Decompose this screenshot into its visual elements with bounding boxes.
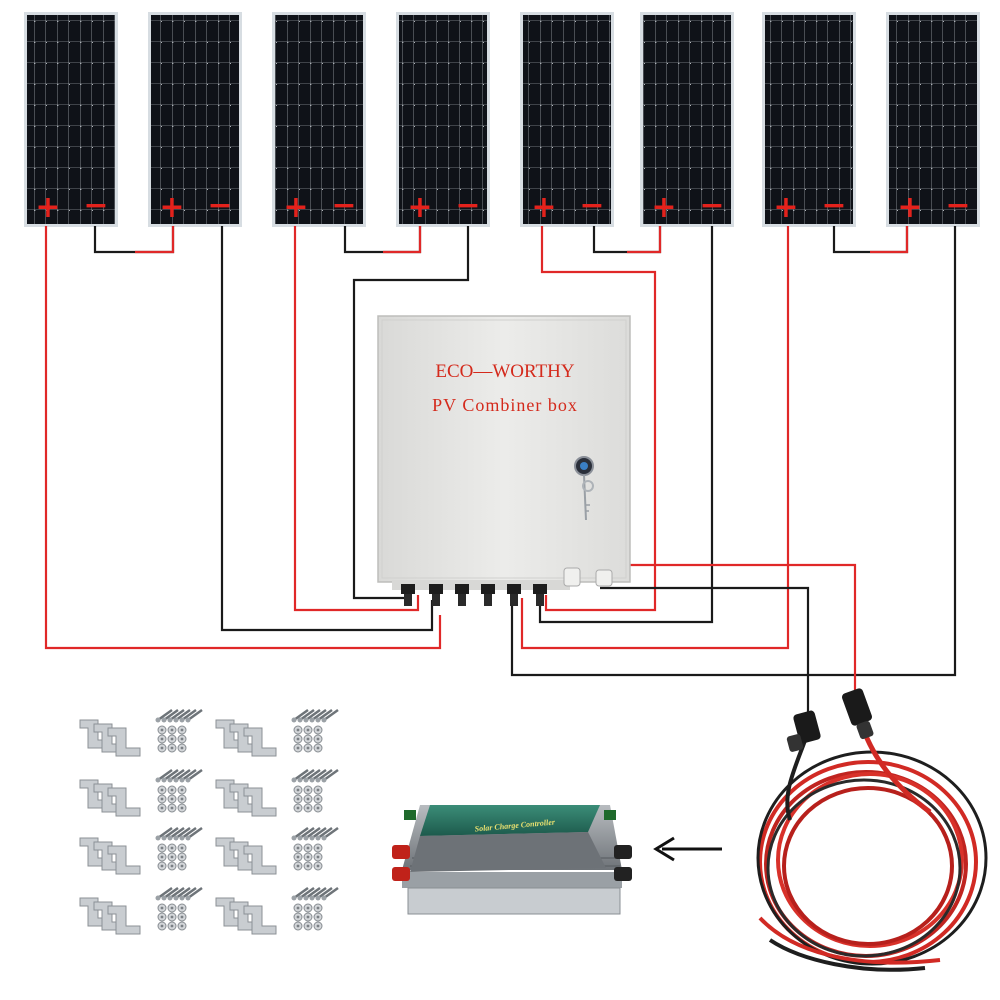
combiner-label: PV Combiner box xyxy=(432,395,578,415)
solar-panel-8: +− xyxy=(886,12,980,227)
panel-negative-terminal: − xyxy=(455,188,480,223)
wire-output-positive xyxy=(570,563,857,692)
bracket-set-8 xyxy=(215,886,339,935)
combiner-brand: ECO—WORTHY xyxy=(435,361,575,382)
mc4-connector-positive xyxy=(841,688,874,740)
mounting-brackets xyxy=(79,708,339,935)
bracket-set-5 xyxy=(79,826,203,875)
wire-string3-positive xyxy=(540,226,657,612)
solar-panel-4: +− xyxy=(396,12,490,227)
solar-panel-1: +− xyxy=(24,12,118,227)
wire-string4-negative xyxy=(510,226,957,677)
cable-gland-1 xyxy=(401,584,415,606)
panel-positive-terminal: + xyxy=(35,190,60,225)
cable-glands xyxy=(401,584,547,606)
series-jumper-5-6 xyxy=(592,226,662,254)
wire-string4-positive xyxy=(520,226,790,650)
controller-terminal-red xyxy=(392,845,410,881)
bracket-set-7 xyxy=(79,886,203,935)
cable-gland-6 xyxy=(533,584,547,606)
combiner-box: ECO—WORTHY PV Combiner box xyxy=(377,315,631,606)
panel-positive-terminal: + xyxy=(651,190,676,225)
panel-positive-terminal: + xyxy=(531,190,556,225)
panel-positive-terminal: + xyxy=(773,190,798,225)
panel-positive-terminal: + xyxy=(283,190,308,225)
wire-string3-negative xyxy=(538,226,714,624)
panel-negative-terminal: − xyxy=(945,188,970,223)
panel-positive-terminal: + xyxy=(159,190,184,225)
cable-gland-4 xyxy=(481,584,495,606)
solar-charge-controller: Solar Charge Controller xyxy=(392,805,632,915)
panel-negative-terminal: − xyxy=(207,188,232,223)
panel-negative-terminal: − xyxy=(821,188,846,223)
solar-panel-3: +− xyxy=(272,12,366,227)
mc4-connector-negative xyxy=(786,710,821,752)
series-jumper-3-4 xyxy=(343,226,422,254)
solar-panel-7: +− xyxy=(762,12,856,227)
solar-panel-2: +− xyxy=(148,12,242,227)
key-lock-icon[interactable] xyxy=(574,456,594,521)
solar-panel-5: +− xyxy=(520,12,614,227)
panel-negative-terminal: − xyxy=(699,188,724,223)
panel-negative-terminal: − xyxy=(83,188,108,223)
series-jumper-1-2-red xyxy=(135,226,175,254)
cable-gland-2 xyxy=(429,584,443,606)
panel-positive-terminal: + xyxy=(407,190,432,225)
panel-negative-terminal: − xyxy=(331,188,356,223)
controller-terminal-black xyxy=(614,845,632,881)
bracket-set-6 xyxy=(215,826,339,875)
series-jumper-7-8 xyxy=(832,226,909,254)
panel-negative-terminal: − xyxy=(579,188,604,223)
wire-string2-negative xyxy=(352,226,470,600)
solar-panel-row: +−+−+−+−+−+−+−+− xyxy=(24,12,980,227)
bracket-set-1 xyxy=(79,708,203,757)
wire-output-negative xyxy=(600,586,810,712)
arrow-left-icon xyxy=(653,836,722,862)
cable-gland-5 xyxy=(507,584,521,606)
bracket-set-4 xyxy=(215,768,339,817)
wire-string2-positive xyxy=(293,226,420,612)
bracket-set-2 xyxy=(215,708,339,757)
wire-string1-positive xyxy=(44,226,442,650)
solar-panel-6: +− xyxy=(640,12,734,227)
bracket-set-3 xyxy=(79,768,203,817)
panel-positive-terminal: + xyxy=(897,190,922,225)
cable-gland-3 xyxy=(455,584,469,606)
series-jumper-7-8-red xyxy=(870,226,909,254)
series-jumper-5-6-red xyxy=(627,226,662,254)
series-jumper-3-4-red xyxy=(383,226,422,254)
series-jumper-1-2 xyxy=(93,226,175,254)
wire-string1-negative xyxy=(220,226,434,632)
